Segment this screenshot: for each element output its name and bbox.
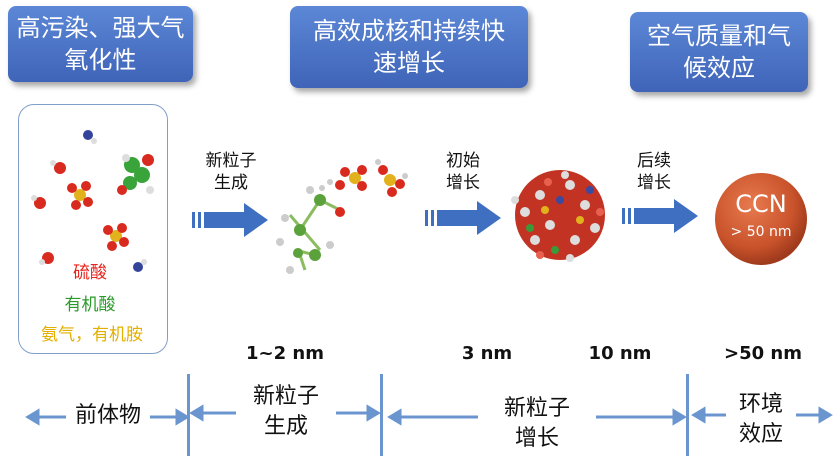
label-sulfuric-acid: 硫酸 bbox=[73, 263, 107, 283]
label-subsequent-growth: 后续 增长 bbox=[626, 150, 682, 194]
banner-nucleation: 高效成核和持续快 速增长 bbox=[290, 6, 528, 88]
size-50nm: >50 nm bbox=[724, 343, 802, 364]
label-subsequent-growth-line2: 增长 bbox=[637, 173, 671, 193]
label-formation-step: 新粒子 生成 bbox=[196, 150, 266, 194]
ccn-title: CCN bbox=[735, 190, 787, 218]
bottom-arrows bbox=[25, 404, 833, 426]
label-ammonia-amine: 氨气，有机胺 bbox=[41, 325, 143, 345]
banner-climate: 空气质量和气 候效应 bbox=[630, 12, 808, 92]
stage-effect-line1: 环境 bbox=[738, 392, 783, 417]
stage-effect: 环境 效应 bbox=[726, 390, 796, 450]
stage-formation-line1: 新粒子 bbox=[252, 384, 319, 409]
banner-nucleation-line1: 高效成核和持续快 bbox=[313, 17, 505, 45]
stage-precursor: 前体物 bbox=[74, 403, 141, 428]
label-initial-growth-line1: 初始 bbox=[446, 151, 480, 171]
new-particle-cluster bbox=[276, 159, 408, 274]
size-1-2nm: 1~2 nm bbox=[246, 343, 324, 364]
arrow-formation bbox=[192, 203, 268, 237]
stage-formation-line2: 生成 bbox=[263, 414, 308, 439]
size-3nm: 3 nm bbox=[461, 343, 513, 364]
divider-2 bbox=[380, 374, 383, 456]
arrow-subsequent-growth bbox=[622, 199, 698, 233]
banner-climate-line2: 候效应 bbox=[683, 54, 755, 82]
stage-effect-line2: 效应 bbox=[738, 422, 783, 447]
stage-growth-line2: 增长 bbox=[514, 426, 559, 451]
grown-particle-cluster bbox=[511, 170, 605, 262]
label-organic-acid: 有机酸 bbox=[64, 295, 116, 315]
precursor-panel bbox=[18, 104, 168, 354]
stage-growth-line1: 新粒子 bbox=[503, 396, 570, 421]
banner-pollution: 高污染、强大气 氧化性 bbox=[8, 6, 193, 82]
ccn-sphere bbox=[715, 173, 807, 265]
label-formation-step-line1: 新粒子 bbox=[205, 151, 257, 171]
ccn-size: > 50 nm bbox=[730, 224, 792, 240]
stage-formation: 新粒子 生成 bbox=[236, 382, 336, 442]
label-subsequent-growth-line1: 后续 bbox=[637, 151, 671, 171]
label-initial-growth-line2: 增长 bbox=[446, 173, 480, 193]
banner-climate-line1: 空气质量和气 bbox=[647, 22, 791, 50]
precursor-molecules bbox=[31, 130, 154, 272]
stage-growth: 新粒子 增长 bbox=[482, 394, 592, 454]
banner-pollution-line1: 高污染、强大气 bbox=[16, 14, 185, 42]
label-formation-step-line2: 生成 bbox=[214, 173, 248, 193]
divider-3 bbox=[686, 374, 689, 456]
arrow-initial-growth bbox=[425, 201, 501, 235]
label-initial-growth: 初始 增长 bbox=[435, 150, 491, 194]
banner-pollution-line2: 氧化性 bbox=[64, 46, 137, 74]
banner-nucleation-line2: 速增长 bbox=[373, 49, 445, 77]
size-10nm: 10 nm bbox=[588, 343, 652, 364]
divider-1 bbox=[187, 374, 190, 456]
